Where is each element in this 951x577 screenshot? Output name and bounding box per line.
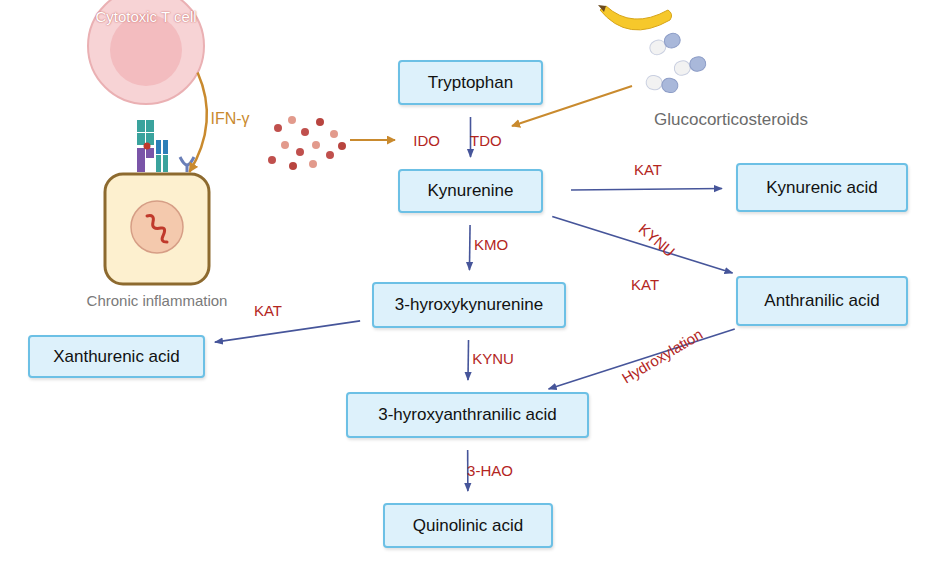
metabolite-name: 3-hyroxyanthranilic acid [378, 405, 557, 425]
ifn-arrow [350, 139, 395, 141]
enzyme-label: KAT [634, 161, 662, 178]
enzyme-label: KAT [254, 302, 282, 319]
metabolite-box: Kynurenic acid [736, 163, 908, 212]
enzyme-label: KYNU [472, 350, 514, 367]
cytokine-label: IFN-γ [210, 110, 249, 128]
enzyme-label: TDO [470, 132, 502, 149]
pathway-arrow [470, 117, 472, 157]
metabolite-box: Xanthurenic acid [28, 335, 205, 378]
metabolite-name: Tryptophan [428, 73, 513, 93]
pathway-arrow [215, 321, 360, 342]
metabolite-box: 3-hyroxykynurenine [372, 282, 566, 328]
enzyme-label: KAT [631, 276, 659, 293]
metabolite-box: 3-hyroxyanthranilic acid [346, 392, 589, 438]
pathway-arrow [467, 450, 469, 491]
drug-label: Glucocorticosteroids [654, 110, 808, 130]
metabolite-name: 3-hyroxykynurenine [395, 295, 543, 315]
metabolite-box: Tryptophan [398, 60, 543, 105]
enzyme-label: 3-HAO [467, 462, 513, 479]
metabolite-box: Kynurenine [398, 169, 543, 213]
enzyme-label: Hydroxylation [619, 325, 706, 386]
pathway-arrow [549, 329, 735, 389]
pathway-arrow [467, 340, 469, 380]
cell-caption: Chronic inflammation [43, 292, 271, 309]
metabolite-name: Anthranilic acid [764, 291, 879, 311]
cytokine-dots [268, 116, 346, 170]
metabolite-name: Kynurenic acid [766, 178, 878, 198]
cell-name: Cytotoxic T cell [86, 8, 206, 26]
pathway-arrow [469, 225, 471, 270]
metabolite-name: Kynurenine [427, 181, 513, 201]
pathway-arrow [552, 217, 732, 273]
cell-outline [103, 172, 211, 286]
enzyme-label: IDO [413, 132, 440, 149]
metabolite-name: Xanthurenic acid [53, 347, 180, 367]
metabolite-name: Quinolinic acid [413, 516, 524, 536]
cell-shape: Chronic inflammation [103, 172, 211, 286]
signal-arrow [189, 72, 206, 172]
pill-icons [645, 31, 707, 94]
enzyme-label: KYNU [636, 220, 679, 260]
cell-circle: Cytotoxic T cell [86, 0, 206, 106]
enzyme-label: KMO [474, 236, 508, 253]
metabolite-box: Anthranilic acid [736, 276, 908, 326]
receptor-symbols [137, 120, 194, 172]
pathway-arrow [571, 188, 722, 190]
metabolite-box: Quinolinic acid [383, 503, 553, 548]
banana-icon [598, 5, 672, 30]
